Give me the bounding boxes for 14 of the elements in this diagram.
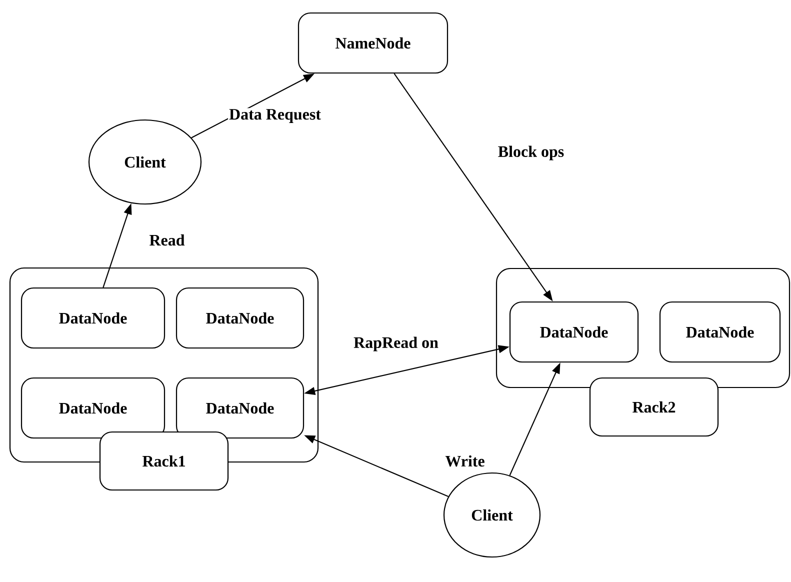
node-box: DataNode	[659, 301, 781, 363]
node-box: DataNode	[509, 301, 639, 363]
rack-label-box: Rack2	[589, 377, 719, 437]
edge-label: Block ops	[496, 144, 566, 162]
node-box: DataNode	[20, 287, 166, 349]
edge-label: Data Request	[228, 108, 322, 124]
node-box: DataNode	[176, 287, 304, 349]
node-box: NameNode	[298, 12, 448, 74]
node-box: DataNode	[20, 377, 166, 439]
edge-label: Read	[148, 233, 186, 247]
edge-label: Write	[444, 454, 486, 468]
rack-label-box: Rack1	[99, 431, 229, 491]
node-box: DataNode	[176, 377, 304, 439]
edge-label: RapRead on	[352, 336, 440, 352]
